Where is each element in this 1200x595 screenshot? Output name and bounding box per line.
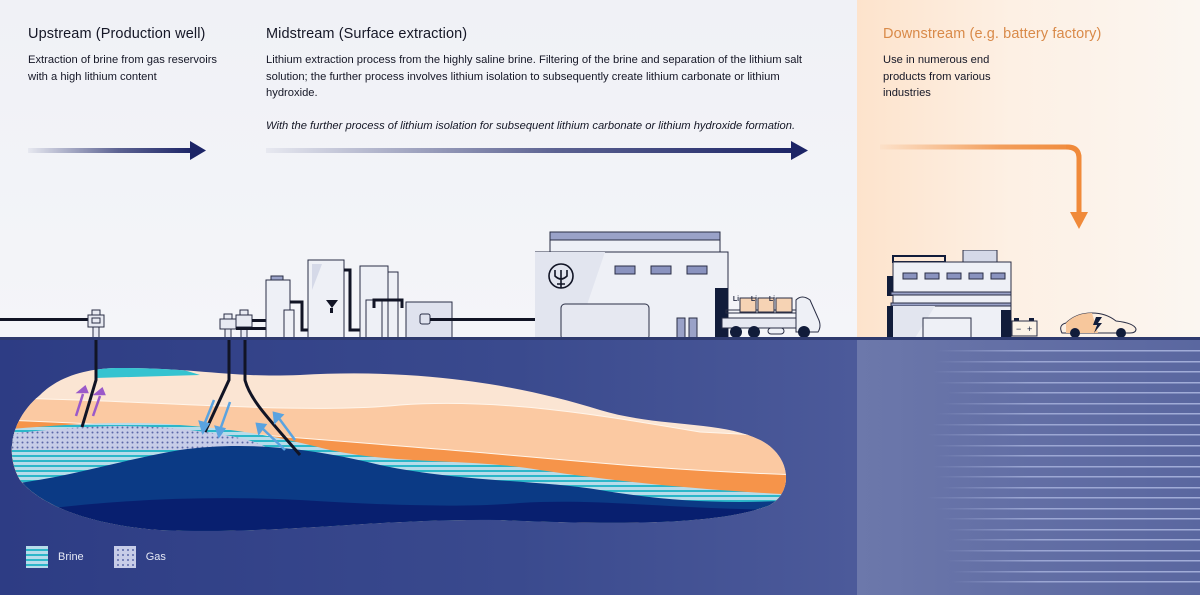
midstream-title: Midstream (Surface extraction)	[266, 26, 468, 42]
downstream-section: Downstream (e.g. battery factory) Use in…	[883, 26, 1123, 102]
li-box-label: Li	[750, 296, 758, 303]
legend: Brine Gas	[26, 546, 188, 568]
downstream-title: Downstream (e.g. battery factory)	[883, 26, 1102, 42]
li-box-label: Li	[768, 296, 776, 303]
legend-label-brine: Brine	[58, 551, 84, 563]
li-box-label: Li	[732, 296, 740, 303]
legend-item-gas: Gas	[113, 546, 166, 568]
reservoir-cross-section	[11, 340, 787, 531]
ground-line	[0, 337, 1200, 340]
downstream-ground-stripes	[927, 350, 1200, 583]
flow-arrows	[28, 141, 1088, 229]
battery-plus: +	[1027, 324, 1032, 334]
battery-icon: − +	[1011, 318, 1038, 337]
wellhead-icon	[87, 309, 105, 338]
midstream-section: Midstream (Surface extraction) Lithium e…	[266, 26, 811, 134]
midstream-note: With the further process of lithium isol…	[266, 119, 796, 132]
surface-pipe	[472, 318, 562, 321]
legend-label-gas: Gas	[145, 551, 166, 563]
battery-minus: −	[1016, 324, 1021, 334]
downstream-arrow-icon	[880, 144, 1088, 229]
brine-stripes-icon	[26, 546, 48, 568]
lithium-factory-icon	[535, 231, 729, 340]
upstream-section: Upstream (Production well) Extraction of…	[28, 26, 228, 85]
gas-dots-icon	[113, 546, 136, 568]
midstream-arrow-icon	[266, 141, 808, 160]
well-pipes-icon	[80, 340, 302, 456]
wellhead-pair-icon	[219, 309, 274, 338]
truck-box-labels: Li Li Li	[728, 293, 780, 303]
gas-flow-arrows-icon	[74, 384, 106, 417]
electric-car-icon	[1060, 312, 1137, 338]
surface-pipe	[0, 318, 92, 321]
midstream-description: Lithium extraction process from the high…	[266, 54, 803, 99]
lithium-boxes	[739, 297, 793, 313]
downstream-description: Use in numerous end products from variou…	[883, 54, 991, 99]
battery-factory-icon	[887, 250, 1012, 338]
upstream-description: Extraction of brine from gas reservoirs …	[28, 54, 218, 83]
upstream-arrow-icon	[28, 141, 206, 160]
legend-item-brine: Brine	[26, 546, 84, 568]
brine-flow-arrows-icon	[198, 399, 297, 451]
upstream-title: Upstream (Production well)	[28, 26, 206, 42]
filter-plant-icon	[265, 259, 472, 338]
truck-icon	[721, 296, 821, 338]
